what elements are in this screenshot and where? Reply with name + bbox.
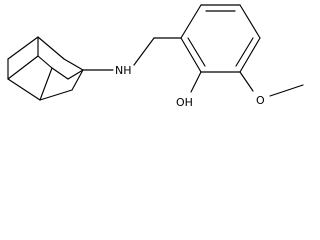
bond [71,69,84,91]
bond [133,37,155,66]
bond [37,55,53,69]
bond [239,4,261,39]
aminomethyl-linker: NH [82,37,182,77]
bond [7,78,41,101]
chemical-structure-diagram: NH OH O [7,4,304,109]
bond [67,69,84,80]
bond [51,67,69,80]
bond [239,37,261,73]
bond [180,37,202,73]
bond [190,71,202,93]
double-bond-inner [187,37,206,67]
bond [37,36,65,60]
hydroxyl-label: OH [176,96,193,109]
bond [269,84,304,97]
methoxy-group: O [239,71,304,107]
bond [239,71,254,92]
hydroxyl-group: OH [176,71,202,109]
bond [63,58,84,71]
bond [39,67,53,101]
ether-oxygen-label: O [256,94,265,107]
bond [39,89,73,101]
double-bond-inner [235,37,254,67]
benzene-ring [180,4,261,73]
bond [7,36,39,60]
adamantane-cage [7,36,84,101]
amine-label: NH [115,64,132,77]
bond [180,4,202,39]
bond [7,55,39,80]
